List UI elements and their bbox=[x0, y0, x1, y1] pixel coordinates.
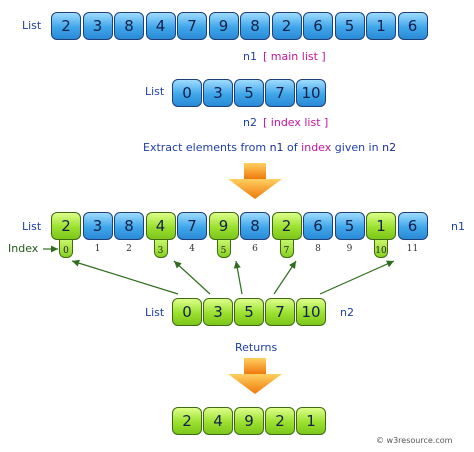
result-list-cell: 2 bbox=[172, 407, 202, 435]
highlighted-list-cell: 8 bbox=[114, 212, 144, 240]
highlighted-list-cell: 7 bbox=[177, 212, 207, 240]
index-number: 1 bbox=[94, 244, 101, 254]
highlighted-list-cell: 6 bbox=[303, 212, 333, 240]
main-list-cell: 2 bbox=[271, 12, 302, 40]
n2-green-list-cell: 7 bbox=[265, 298, 295, 326]
highlighted-list-cell: 3 bbox=[82, 212, 113, 240]
n2-label: n2 bbox=[243, 116, 257, 129]
index-list-cell: 10 bbox=[296, 79, 326, 107]
highlighted-list-cell: 6 bbox=[397, 212, 428, 240]
main-list-cell: 6 bbox=[303, 12, 333, 40]
selected-index-tab: 7 bbox=[279, 240, 294, 258]
highlighted-list-cell: 2 bbox=[271, 212, 302, 240]
main-list-cell: 7 bbox=[177, 12, 207, 40]
index-list-cell: 0 bbox=[172, 79, 202, 107]
list-label-n2-bottom: List bbox=[145, 306, 165, 319]
index-label: Index bbox=[8, 242, 39, 255]
extract-text-given: given in bbox=[331, 141, 383, 154]
returns-label: Returns bbox=[235, 341, 278, 354]
n2-green-list-cell: 3 bbox=[203, 298, 233, 326]
index-number: 2 bbox=[126, 244, 132, 254]
result-list-cell: 1 bbox=[296, 407, 326, 435]
main-list-cell: 8 bbox=[114, 12, 144, 40]
main-list-cell: 4 bbox=[145, 12, 176, 40]
highlighted-list-cell: 1 bbox=[366, 212, 396, 240]
highlighted-list-cell: 4 bbox=[145, 212, 176, 240]
index-number: 8 bbox=[315, 244, 321, 254]
index-list-cell: 7 bbox=[265, 79, 295, 107]
index-number: 9 bbox=[346, 244, 353, 254]
selected-index-tab: 3 bbox=[153, 240, 168, 258]
n2-green-list-cell: 5 bbox=[234, 298, 264, 326]
highlighted-list-cell: 2 bbox=[51, 212, 81, 240]
list-label-n2: List bbox=[145, 85, 165, 98]
selected-index-tab: 0 bbox=[59, 240, 73, 258]
main-list-cell: 8 bbox=[240, 12, 270, 40]
extract-text-a: Extract elements from bbox=[143, 141, 270, 154]
n1-label-highlight: n1 bbox=[451, 220, 465, 233]
main-list-cell: 6 bbox=[397, 12, 428, 40]
main-list-cell: 9 bbox=[208, 12, 239, 40]
index-number: 6 bbox=[252, 244, 258, 254]
index-number: 4 bbox=[189, 244, 195, 254]
extract-text-index: index bbox=[301, 141, 332, 154]
list-label-n1-highlight: List bbox=[22, 220, 42, 233]
index-list-cell: 3 bbox=[203, 79, 233, 107]
n2-label-bottom: n2 bbox=[340, 306, 354, 319]
main-list-cell: 3 bbox=[82, 12, 113, 40]
main-list-cell: 2 bbox=[51, 12, 81, 40]
pointer-lines bbox=[71, 259, 395, 295]
index-number: 11 bbox=[406, 244, 419, 254]
down-arrow-1 bbox=[228, 163, 282, 199]
index-list-caption: [ index list ] bbox=[263, 116, 329, 129]
main-list-cell: 5 bbox=[334, 12, 365, 40]
result-list-cell: 9 bbox=[234, 407, 264, 435]
result-list-cell: 4 bbox=[203, 407, 233, 435]
extract-text-n2: n2 bbox=[382, 141, 397, 154]
watermark: © w3resource.com bbox=[376, 436, 453, 445]
n2-green-list-cell: 0 bbox=[172, 298, 202, 326]
extract-caption: Extract elements from n1 of index given … bbox=[143, 141, 396, 154]
index-list-cell: 5 bbox=[234, 79, 264, 107]
down-arrow-2 bbox=[228, 358, 282, 394]
n1-label: n1 bbox=[243, 50, 257, 63]
highlighted-list-cell: 9 bbox=[208, 212, 239, 240]
highlighted-list-cell: 5 bbox=[334, 212, 365, 240]
highlighted-list-cell: 8 bbox=[240, 212, 270, 240]
selected-index-tab: 5 bbox=[216, 240, 231, 258]
main-list-caption: [ main list ] bbox=[263, 50, 326, 63]
n2-green-list-cell: 10 bbox=[296, 298, 326, 326]
list-label-n1: List bbox=[22, 19, 42, 32]
main-list-cell: 1 bbox=[366, 12, 396, 40]
selected-index-tab: 10 bbox=[374, 240, 388, 258]
result-list-cell: 2 bbox=[265, 407, 295, 435]
extract-text-n1: n1 bbox=[269, 141, 284, 154]
extract-text-of: of bbox=[283, 141, 302, 154]
